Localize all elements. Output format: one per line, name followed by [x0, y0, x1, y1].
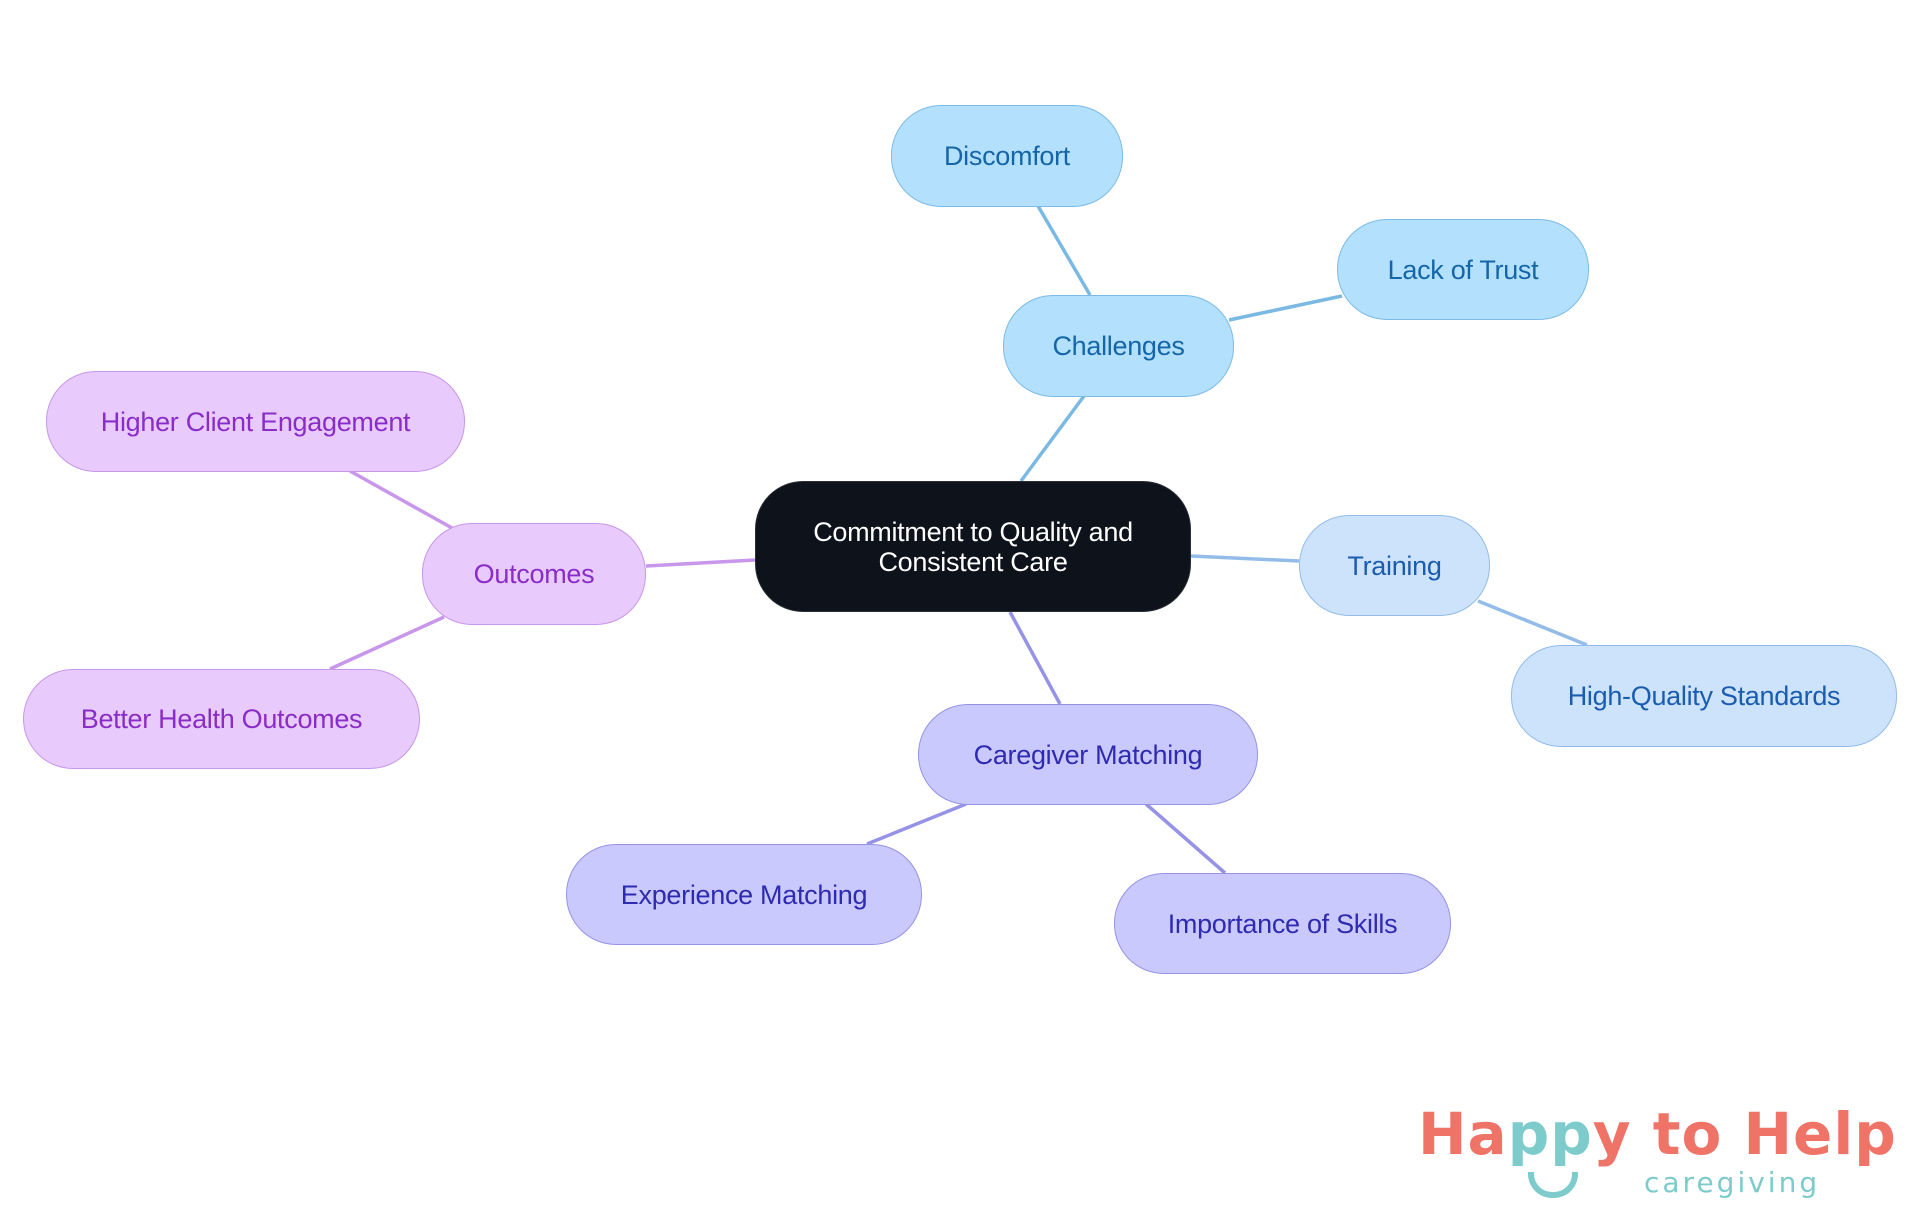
label-better-health-outcomes: Better Health Outcomes [80, 704, 363, 734]
node-high-quality-standards: High-Quality Standards [1511, 645, 1897, 747]
edge-outcomes-engagement [349, 469, 453, 530]
node-higher-client-engagement: Higher Client Engagement [46, 371, 465, 472]
edge-challenges-lack-of-trust [1228, 294, 1343, 322]
label-caregiver-matching: Caregiver Matching [973, 739, 1203, 770]
label-discomfort: Discomfort [943, 141, 1070, 171]
edge-root-challenges [1019, 394, 1086, 483]
edge-root-caregiver-matching [1008, 611, 1062, 705]
label-challenges: Challenges [1052, 331, 1185, 361]
edge-training-standards [1477, 599, 1588, 647]
edge-matching-skills [1144, 802, 1227, 875]
node-importance-of-skills: Importance of Skills [1114, 873, 1451, 974]
node-experience-matching: Experience Matching [566, 844, 922, 945]
label-lack-of-trust: Lack of Trust [1387, 254, 1539, 285]
node-outcomes: Outcomes [422, 523, 646, 625]
root-node: Commitment to Quality and Consistent Car… [755, 481, 1191, 612]
edge-outcomes-health [329, 615, 445, 671]
node-caregiver-matching: Caregiver Matching [918, 704, 1258, 805]
node-challenges: Challenges [1003, 295, 1234, 397]
edge-root-training [1190, 554, 1300, 563]
label-experience-matching: Experience Matching [620, 879, 868, 910]
smile-icon [1528, 1172, 1578, 1198]
node-better-health-outcomes: Better Health Outcomes [23, 669, 420, 769]
edge-root-outcomes [645, 558, 756, 568]
edge-challenges-discomfort [1036, 205, 1092, 296]
node-training: Training [1299, 515, 1490, 616]
node-discomfort: Discomfort [891, 105, 1123, 207]
root-label: Commitment to Quality and Consistent Car… [813, 516, 1133, 577]
label-high-quality-standards: High-Quality Standards [1567, 681, 1841, 711]
label-training: Training [1347, 550, 1442, 581]
edge-matching-experience [866, 802, 967, 846]
logo-tagline: caregiving [1644, 1166, 1821, 1199]
node-lack-of-trust: Lack of Trust [1337, 219, 1589, 320]
label-higher-client-engagement: Higher Client Engagement [100, 406, 411, 437]
label-importance-of-skills: Importance of Skills [1167, 908, 1398, 939]
happy-to-help-logo: Happy to Help caregiving [1418, 1100, 1896, 1210]
label-outcomes: Outcomes [473, 559, 595, 589]
logo-wordmark: Happy to Help [1418, 1100, 1897, 1168]
